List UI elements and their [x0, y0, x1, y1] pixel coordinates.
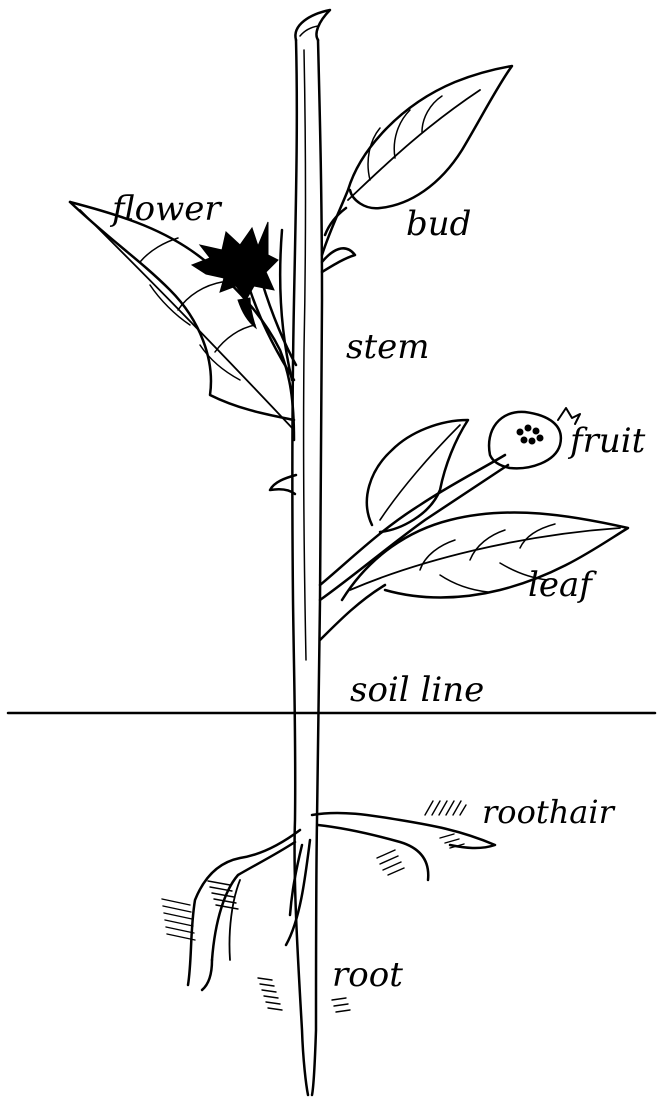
label-root: root: [332, 958, 403, 992]
label-fruit: fruit: [570, 424, 645, 458]
stem: [270, 10, 330, 1095]
label-stem: stem: [346, 330, 429, 364]
label-bud: bud: [406, 207, 471, 241]
middle-leaf: [367, 420, 468, 532]
left-leaf: [70, 202, 294, 440]
fruit-seeds: [517, 425, 543, 444]
label-flower: flower: [112, 192, 221, 226]
fruit: [489, 408, 580, 468]
right-branch: [320, 455, 508, 640]
label-soil-line: soil line: [350, 673, 484, 707]
label-leaf: leaf: [528, 568, 592, 602]
label-root-hair: roothair: [482, 796, 614, 828]
